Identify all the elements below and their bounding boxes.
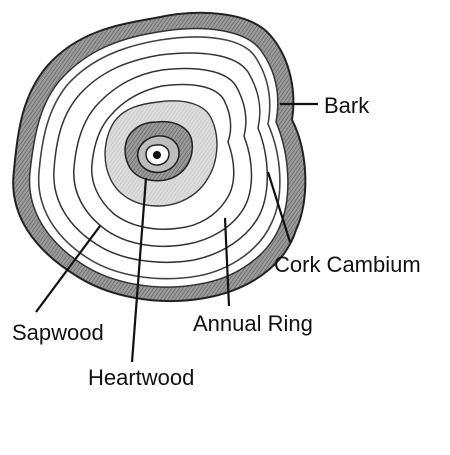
- annual-ring-label: Annual Ring: [193, 311, 313, 336]
- heartwood-label: Heartwood: [88, 365, 195, 390]
- annual-ring-pointer-line: [223, 217, 231, 307]
- cork-cambium-label: Cork Cambium: [274, 252, 421, 277]
- annual-ring-2: [73, 67, 253, 248]
- sapwood-label: Sapwood: [12, 320, 104, 345]
- sapwood-pointer-line: [35, 225, 101, 313]
- pith-center: [153, 151, 161, 159]
- cork-cambium-ring: [37, 36, 281, 280]
- cork-cambium-pointer-line: [266, 171, 292, 243]
- annual-ring-3: [90, 83, 235, 230]
- bark-label: Bark: [324, 93, 370, 118]
- heartwood-pointer-line: [130, 177, 148, 363]
- annual-ring-1: [53, 52, 268, 264]
